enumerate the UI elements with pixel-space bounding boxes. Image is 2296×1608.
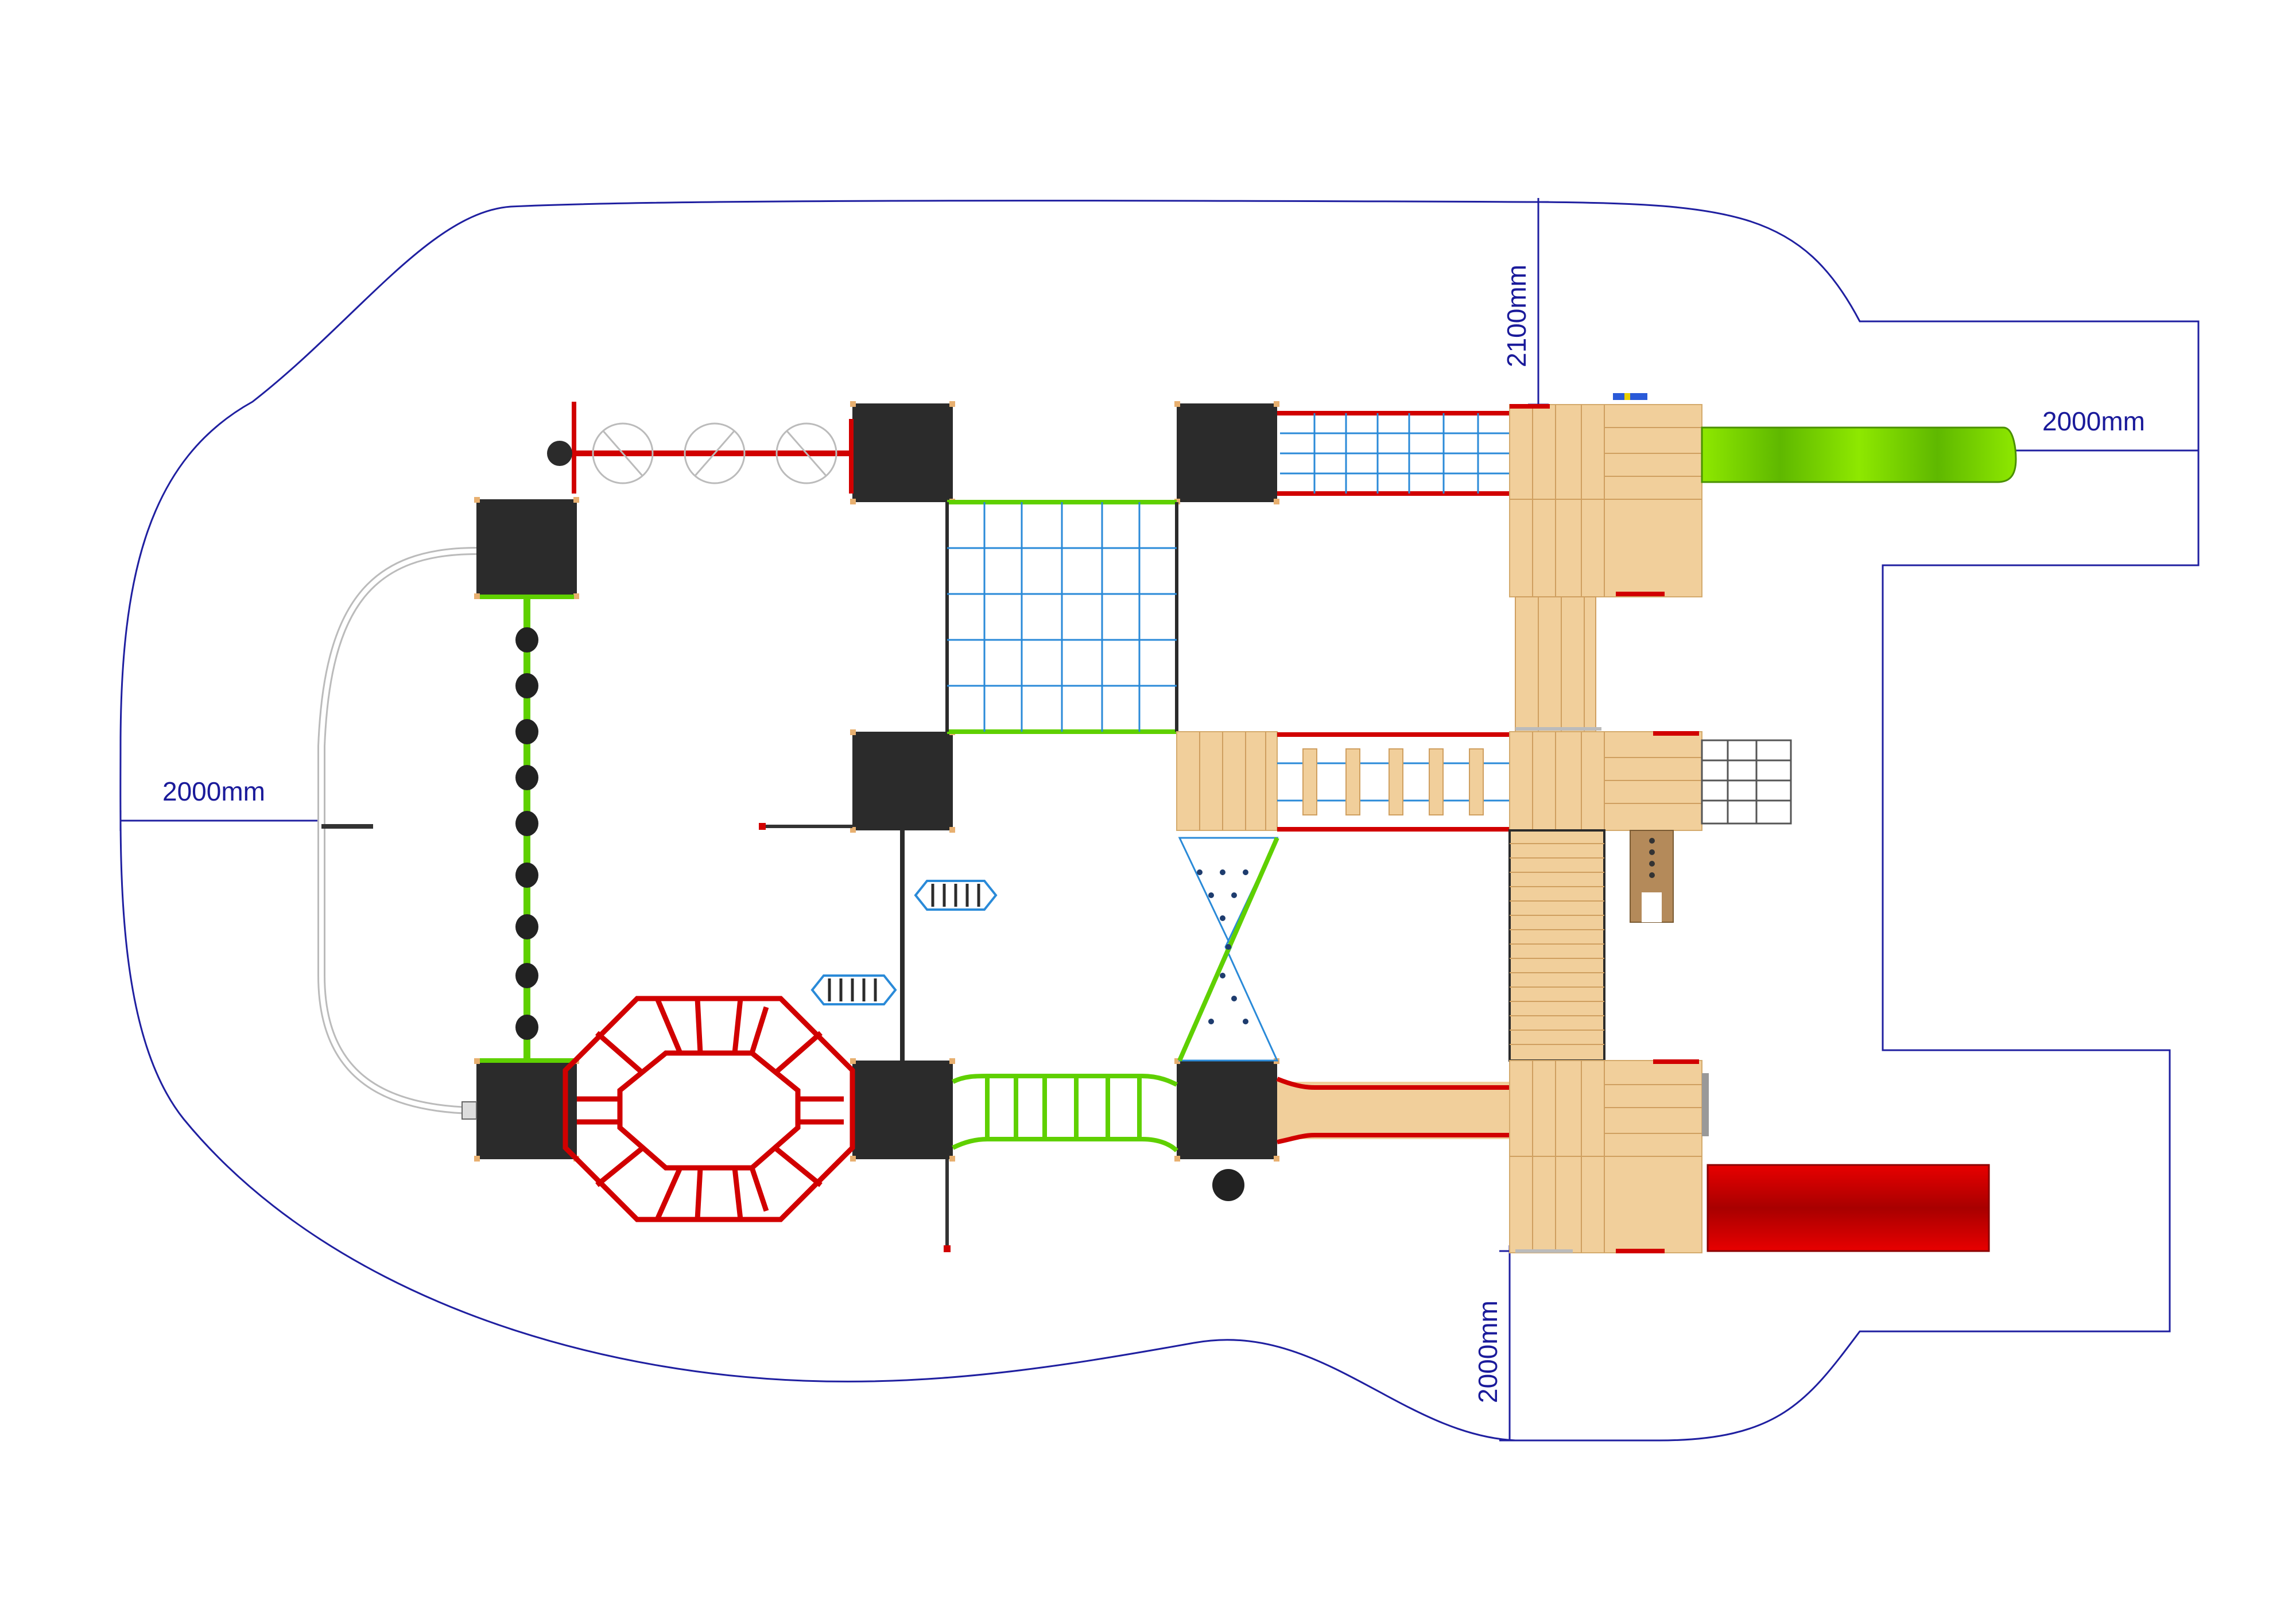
climbing-net-center	[945, 500, 1178, 734]
climbing-panel	[1630, 830, 1674, 923]
dimension-label-left: 2000mm	[162, 776, 265, 806]
hose-connector	[461, 1101, 477, 1120]
green-ladder-bridge	[952, 1074, 1178, 1152]
tower-bottom-center	[850, 1058, 955, 1162]
tower-top-right	[1174, 401, 1279, 504]
net-bridge-top	[1277, 411, 1510, 496]
dimension-bottom: 2000mm	[1473, 1245, 1520, 1442]
spinner-bar	[547, 402, 854, 494]
tower-top-center	[850, 401, 955, 504]
plank-bridge-middle	[1277, 732, 1510, 832]
red-slide	[1707, 1164, 1990, 1252]
rope-arc	[317, 547, 477, 1114]
dimension-label-top: 2100mm	[1502, 265, 1531, 367]
deck-bottom-right	[1509, 1059, 1709, 1253]
dimension-label-bottom: 2000mm	[1473, 1300, 1503, 1403]
fireman-pole-bar	[759, 823, 951, 1252]
tower-top-left	[474, 497, 579, 599]
dimension-top: 2100mm	[1502, 198, 1549, 407]
dimension-label-right: 2000mm	[2042, 406, 2145, 436]
tower-middle	[850, 729, 955, 833]
deck-middle-left	[1176, 731, 1278, 831]
deck-middle-right	[1509, 731, 1702, 831]
wood-connector-upper	[1515, 596, 1601, 732]
dimension-left: 2000mm	[119, 776, 320, 831]
hex-ladder-lower	[810, 974, 897, 1005]
grey-stairs	[1701, 739, 1792, 825]
wood-walkway-vertical	[1508, 829, 1605, 1062]
dimension-right: 2000mm	[2009, 406, 2200, 461]
tower-bottom-right	[1174, 1058, 1279, 1162]
hourglass-net	[1177, 837, 1279, 1062]
stepping-disc-bridge	[480, 595, 574, 1063]
safety-zone-outline	[119, 200, 2200, 1442]
green-slide	[1701, 426, 2017, 483]
black-ball	[1212, 1169, 1244, 1201]
plank-bridge-bottom	[1276, 1077, 1510, 1144]
deck-top-right	[1509, 393, 1702, 597]
octagon-ladder	[563, 996, 855, 1222]
hex-ladder-upper	[914, 880, 998, 911]
